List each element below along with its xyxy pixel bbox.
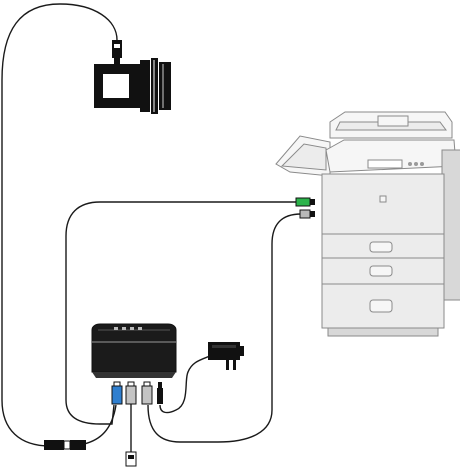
power-adapter-icon bbox=[208, 342, 244, 370]
copier-port-green bbox=[296, 198, 315, 206]
inline-coupler bbox=[44, 440, 86, 450]
box-power-jack bbox=[157, 382, 163, 404]
drop-cable-plug bbox=[126, 452, 136, 466]
box-port-gray-2 bbox=[142, 382, 152, 404]
box-port-blue bbox=[112, 382, 122, 404]
box-port-gray-1 bbox=[126, 382, 136, 404]
copier-icon bbox=[276, 112, 460, 336]
camera-icon bbox=[94, 40, 171, 114]
green-port-cable bbox=[66, 202, 298, 424]
router-box-icon bbox=[92, 324, 176, 378]
copier-port-gray bbox=[300, 210, 315, 218]
